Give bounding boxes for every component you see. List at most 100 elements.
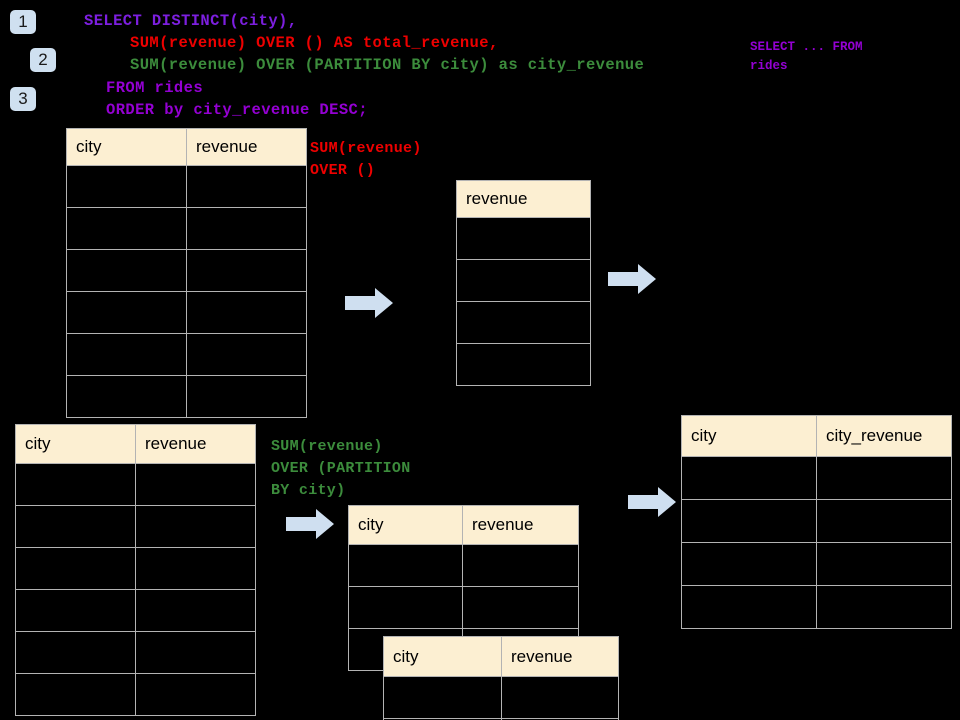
cell-city — [66, 375, 187, 418]
cell-revenue — [186, 165, 307, 208]
table-header-row: city revenue — [15, 424, 256, 464]
cell-city — [681, 456, 817, 500]
cell-revenue — [456, 259, 591, 302]
table-header-row: city revenue — [383, 636, 619, 677]
cell-city — [681, 542, 817, 586]
column-header-revenue: revenue — [456, 180, 591, 218]
sql-line-sum-over-empty: SUM(revenue) OVER () AS total_revenue, — [130, 34, 499, 52]
cell-city-revenue — [816, 585, 952, 629]
cell-city — [15, 589, 136, 632]
rides-source-table-partition: city revenue — [15, 424, 256, 716]
cell-city — [15, 463, 136, 506]
table-row — [15, 673, 256, 716]
column-header-city: city — [681, 415, 817, 457]
annotation-sum-over-partition: SUM(revenue) OVER (PARTITION BY city) — [271, 438, 411, 499]
cell-revenue — [135, 463, 256, 506]
cell-revenue — [462, 586, 579, 629]
table-row — [681, 499, 952, 543]
cell-city — [66, 333, 187, 376]
cell-revenue — [456, 343, 591, 386]
table-row — [383, 718, 619, 720]
table-row — [456, 343, 591, 386]
annotation-sum-over-empty: SUM(revenue) OVER () — [310, 140, 422, 179]
table-row — [348, 586, 579, 629]
sql-line-order-by: ORDER by city_revenue DESC; — [106, 101, 368, 119]
cell-revenue — [135, 505, 256, 548]
table-row — [66, 375, 307, 418]
sql-line-from-rides: FROM rides — [106, 79, 204, 97]
cell-city — [66, 291, 187, 334]
column-header-city: city — [15, 424, 136, 464]
step-badge-3[interactable]: 3 — [10, 87, 36, 111]
table-row — [681, 585, 952, 629]
step-badge-2[interactable]: 2 — [30, 48, 56, 72]
cell-revenue — [462, 544, 579, 587]
cell-revenue — [501, 718, 619, 720]
cell-city-revenue — [816, 542, 952, 586]
table-row — [383, 676, 619, 719]
cell-revenue — [456, 217, 591, 260]
cell-city-revenue — [816, 499, 952, 543]
cell-revenue — [186, 333, 307, 376]
arrow-source-to-total — [345, 288, 393, 318]
cell-city — [15, 631, 136, 674]
cell-revenue — [456, 301, 591, 344]
table-row — [66, 291, 307, 334]
table-row — [15, 505, 256, 548]
arrow-source-to-partition — [286, 509, 334, 539]
cell-city — [681, 499, 817, 543]
table-row — [66, 249, 307, 292]
cell-city — [348, 544, 463, 587]
column-header-revenue: revenue — [186, 128, 307, 166]
table-header-row: city revenue — [66, 128, 307, 166]
table-row — [66, 165, 307, 208]
sql-line-select-distinct: SELECT DISTINCT(city), — [84, 12, 298, 30]
cell-city — [66, 207, 187, 250]
cell-city — [66, 249, 187, 292]
cell-city — [66, 165, 187, 208]
arrow-partition-to-result — [628, 487, 676, 517]
table-row — [15, 547, 256, 590]
annotation-select-from-rides: SELECT ... FROM rides — [750, 40, 863, 73]
cell-city — [681, 585, 817, 629]
column-header-revenue: revenue — [135, 424, 256, 464]
partition-group-table-b: city revenue — [383, 636, 619, 720]
cell-city — [15, 673, 136, 716]
table-row — [15, 631, 256, 674]
table-row — [66, 333, 307, 376]
cell-revenue — [186, 207, 307, 250]
table-row — [66, 207, 307, 250]
city-revenue-result-table: city city_revenue — [681, 415, 952, 629]
table-header-row: city city_revenue — [681, 415, 952, 457]
cell-revenue — [501, 676, 619, 719]
table-row — [15, 589, 256, 632]
column-header-city: city — [66, 128, 187, 166]
column-header-revenue: revenue — [501, 636, 619, 677]
cell-city-revenue — [816, 456, 952, 500]
cell-revenue — [135, 631, 256, 674]
table-row — [456, 217, 591, 260]
cell-revenue — [135, 547, 256, 590]
table-row — [456, 301, 591, 344]
table-header-row: revenue — [456, 180, 591, 218]
step-badge-1[interactable]: 1 — [10, 10, 36, 34]
column-header-city-revenue: city_revenue — [816, 415, 952, 457]
table-row — [456, 259, 591, 302]
table-row — [348, 544, 579, 587]
column-header-revenue: revenue — [462, 505, 579, 545]
total-revenue-table: revenue — [456, 180, 591, 386]
cell-revenue — [186, 375, 307, 418]
cell-revenue — [135, 589, 256, 632]
table-row — [15, 463, 256, 506]
cell-revenue — [186, 249, 307, 292]
table-row — [681, 456, 952, 500]
rides-source-table: city revenue — [66, 128, 307, 418]
cell-city — [15, 547, 136, 590]
table-header-row: city revenue — [348, 505, 579, 545]
table-row — [681, 542, 952, 586]
cell-revenue — [135, 673, 256, 716]
sql-line-sum-over-partition: SUM(revenue) OVER (PARTITION BY city) as… — [130, 56, 645, 74]
cell-city — [15, 505, 136, 548]
column-header-city: city — [383, 636, 502, 677]
